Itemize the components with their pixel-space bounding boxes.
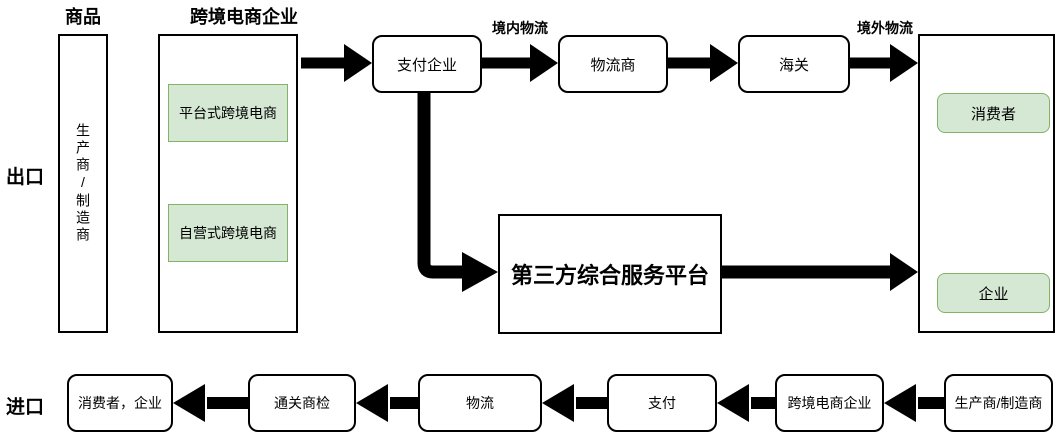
platform-type-box: 平台式跨境电商 (168, 84, 288, 142)
arrow-platform-to-overseas (722, 253, 918, 291)
arrow-payment-to-platform (417, 93, 498, 292)
self-operated-type-box: 自营式跨境电商 (168, 204, 288, 262)
arrow-logistics-to-inspection (356, 384, 418, 422)
import-cbe-company-box: 跨境电商企业 (775, 374, 884, 432)
goods-label: 商品 (65, 7, 101, 27)
arrow-ecom-to-payment (301, 44, 372, 82)
ecommerce-company-box (158, 34, 298, 333)
consumer-box: 消费者 (937, 93, 1050, 133)
producer-box-label: 生产商/制造商 (75, 123, 91, 244)
domestic-logistics-label: 境内物流 (492, 20, 548, 36)
producer-box: 生产商/制造商 (58, 34, 108, 333)
export-label: 出口 (6, 167, 45, 188)
customs-box: 海关 (738, 35, 850, 93)
arrow-logistics-to-customs (668, 44, 738, 82)
enterprise-box: 企业 (937, 273, 1050, 313)
import-label: 进口 (6, 397, 45, 418)
arrow-cbe-to-payment-import (717, 384, 775, 422)
logistics-provider-box: 物流商 (558, 35, 668, 93)
import-consumer-enterprise-box: 消费者，企业 (67, 374, 173, 432)
third-party-platform-label: 第三方综合服务平台 (510, 263, 709, 288)
arrow-payment-to-logistics-import (542, 384, 607, 422)
import-customs-inspection-box: 通关商检 (248, 374, 356, 432)
payment-company-box: 支付企业 (372, 35, 482, 93)
arrow-customs-to-overseas (850, 44, 918, 82)
third-party-platform-box: 第三方综合服务平台 (498, 214, 722, 334)
import-producer-box: 生产商/制造商 (944, 374, 1053, 432)
cbe-companies-label: 跨境电商企业 (190, 7, 298, 27)
arrow-payment-to-logistics (482, 44, 558, 82)
import-logistics-box: 物流 (418, 374, 542, 432)
arrow-producer-to-cbe-import (884, 384, 944, 422)
import-payment-box: 支付 (607, 374, 717, 432)
overseas-logistics-label: 境外物流 (857, 20, 913, 36)
arrow-inspection-to-consumer (173, 384, 248, 422)
